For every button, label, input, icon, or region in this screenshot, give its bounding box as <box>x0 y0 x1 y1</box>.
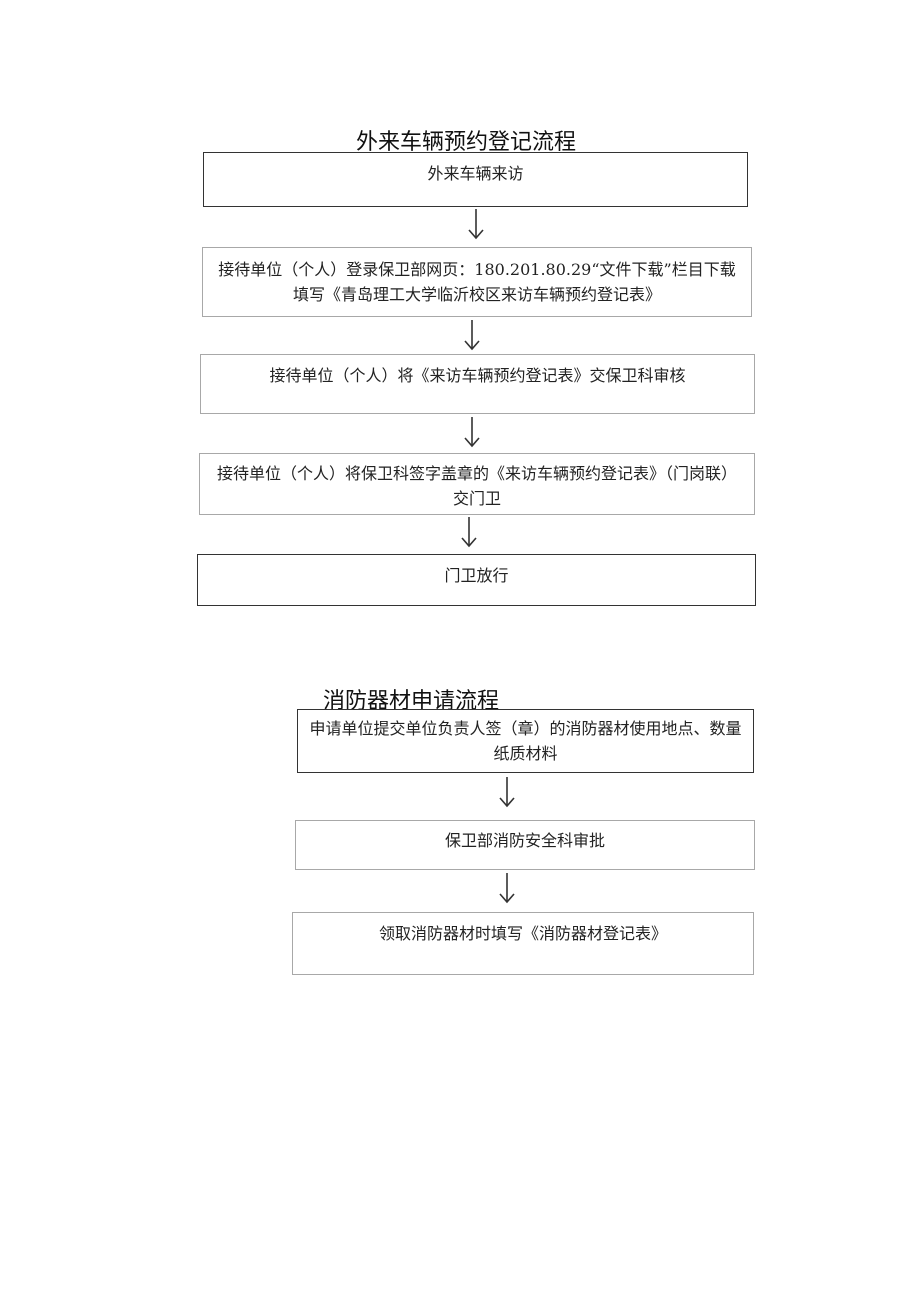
flow1-step-5-text: 门卫放行 <box>444 566 509 585</box>
arrow-down-icon <box>464 320 480 351</box>
flow2-step-1: 申请单位提交单位负责人签（章）的消防器材使用地点、数量纸质材料 <box>297 709 754 773</box>
arrow-down-icon <box>468 209 484 240</box>
flow2-step-1-text: 申请单位提交单位负责人签（章）的消防器材使用地点、数量纸质材料 <box>309 719 742 763</box>
flow1-step-5: 门卫放行 <box>197 554 756 606</box>
flow2-step-3-text: 领取消防器材时填写《消防器材登记表》 <box>378 924 667 943</box>
flow1-step-4-text: 接待单位（个人）将保卫科签字盖章的《来访车辆预约登记表》（门岗联）交门卫 <box>216 464 737 508</box>
arrow-down-icon <box>499 873 515 904</box>
flow2-step-2-text: 保卫部消防安全科审批 <box>444 831 605 850</box>
flow1-step-3-text: 接待单位（个人）将《来访车辆预约登记表》交保卫科审核 <box>269 366 686 385</box>
arrow-down-icon <box>499 777 515 808</box>
flow1-step-1-text: 外来车辆来访 <box>427 164 524 183</box>
flow1-step-1: 外来车辆来访 <box>203 152 748 207</box>
arrow-down-icon <box>464 417 480 448</box>
flow1-step-3: 接待单位（个人）将《来访车辆预约登记表》交保卫科审核 <box>200 354 755 414</box>
flow2-step-2: 保卫部消防安全科审批 <box>295 820 755 870</box>
flow1-step-2-text: 接待单位（个人）登录保卫部网页：180.201.80.29“文件下载”栏目下载填… <box>218 260 736 304</box>
flow1-step-2: 接待单位（个人）登录保卫部网页：180.201.80.29“文件下载”栏目下载填… <box>202 247 752 317</box>
flow1-title: 外来车辆预约登记流程 <box>356 130 577 155</box>
arrow-down-icon <box>461 517 477 548</box>
flow1-step-4: 接待单位（个人）将保卫科签字盖章的《来访车辆预约登记表》（门岗联）交门卫 <box>199 453 755 515</box>
flow2-step-3: 领取消防器材时填写《消防器材登记表》 <box>292 912 754 975</box>
